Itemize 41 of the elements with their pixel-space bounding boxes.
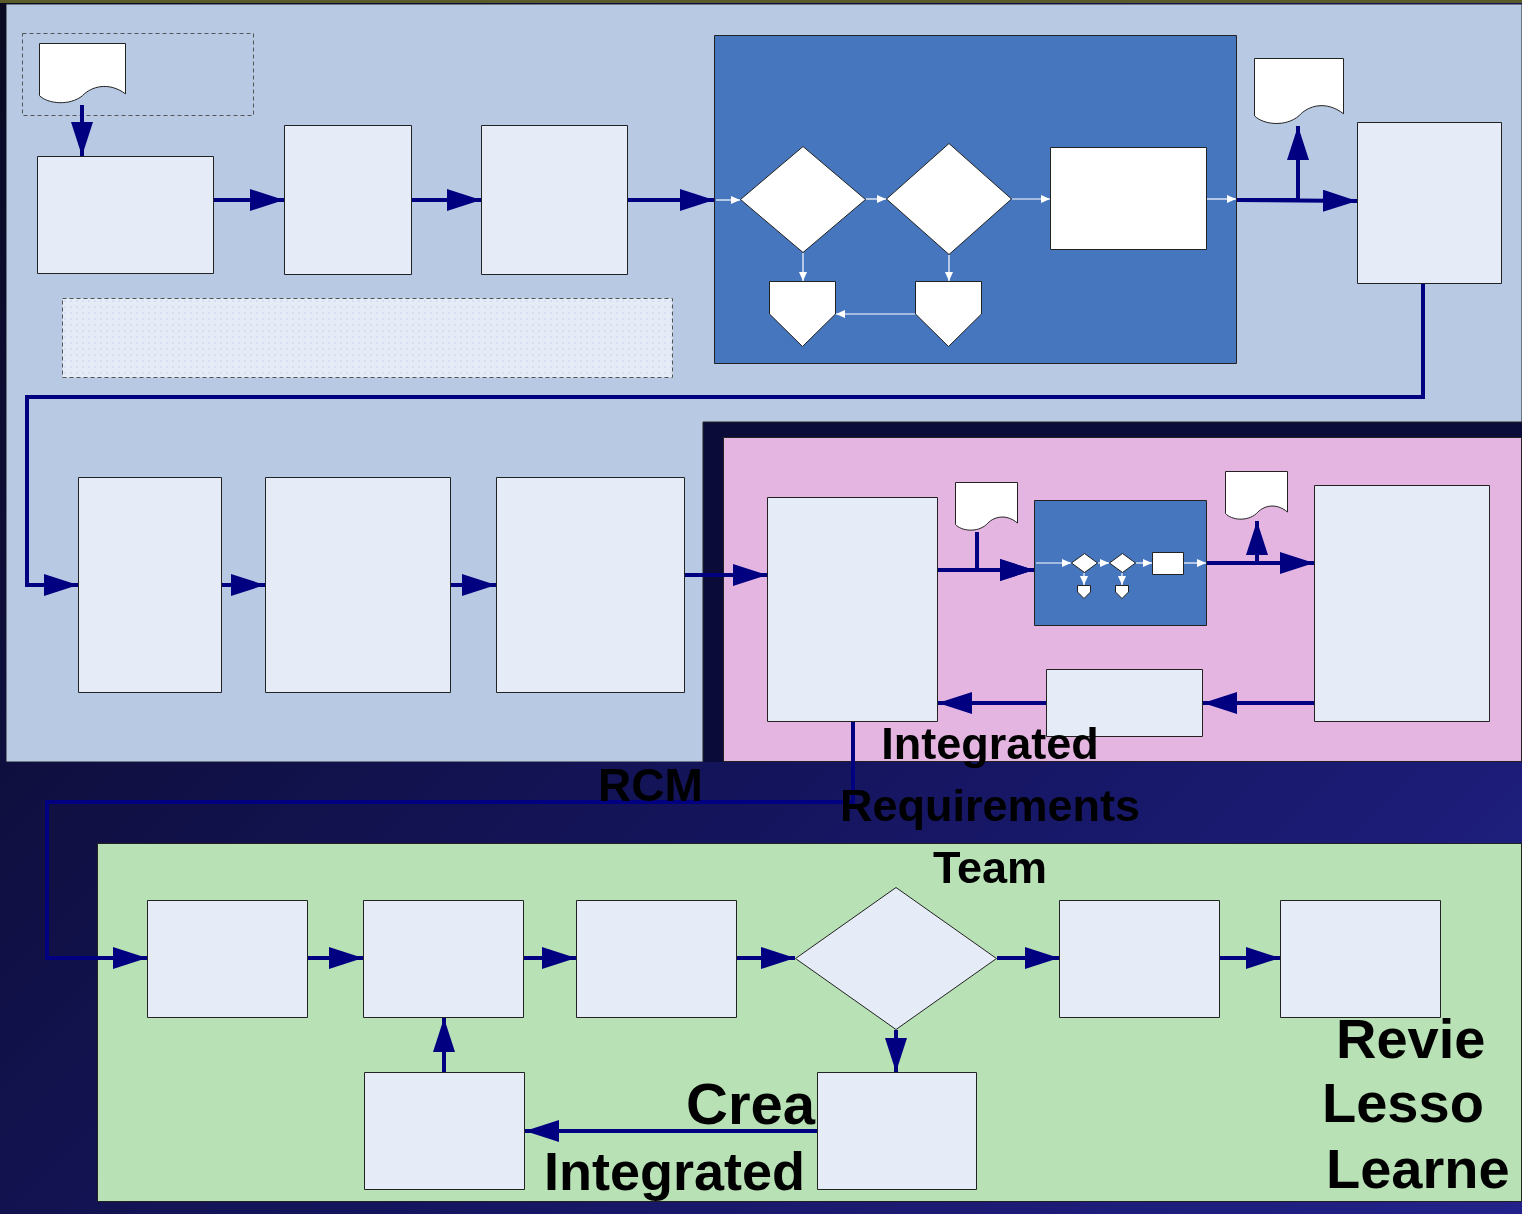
arrow — [1220, 947, 1280, 969]
label-text: Lesso — [1322, 1072, 1484, 1134]
arrow — [835, 310, 916, 318]
arrow — [865, 195, 887, 203]
label-text: Integrated Requirements Team — [840, 717, 1140, 896]
arrow — [1207, 521, 1268, 565]
label-text: Revie — [1336, 1008, 1486, 1070]
arrow — [222, 574, 265, 596]
arrow — [1183, 559, 1207, 567]
arrow — [25, 284, 1425, 596]
arrow — [1135, 559, 1153, 567]
arrow — [1118, 572, 1126, 586]
label-text: RCM — [598, 760, 703, 811]
arrow — [737, 947, 795, 969]
arrow — [1203, 692, 1314, 714]
arrow — [1080, 572, 1088, 586]
arrow — [451, 574, 496, 596]
arrow — [433, 1018, 455, 1072]
arrow — [71, 105, 93, 156]
label-text: Crea — [686, 1072, 815, 1136]
arrow — [938, 559, 1034, 581]
arrow — [524, 947, 576, 969]
arrow — [885, 1030, 907, 1072]
arrow — [1097, 559, 1110, 567]
label-text: Learne — [1326, 1138, 1510, 1200]
arrow — [1011, 195, 1051, 203]
arrow — [412, 189, 481, 211]
arrow — [628, 189, 714, 211]
arrow — [1035, 559, 1072, 567]
arrow — [308, 947, 363, 969]
arrow — [685, 564, 767, 586]
arrow — [525, 1120, 817, 1142]
arrow — [214, 189, 284, 211]
arrow — [938, 692, 1046, 714]
arrow — [997, 947, 1059, 969]
label-text: Integrated — [544, 1142, 806, 1202]
arrow — [799, 252, 807, 282]
arrow — [45, 722, 855, 969]
arrow — [945, 254, 953, 282]
arrow — [1206, 195, 1237, 203]
arrow — [715, 196, 741, 204]
